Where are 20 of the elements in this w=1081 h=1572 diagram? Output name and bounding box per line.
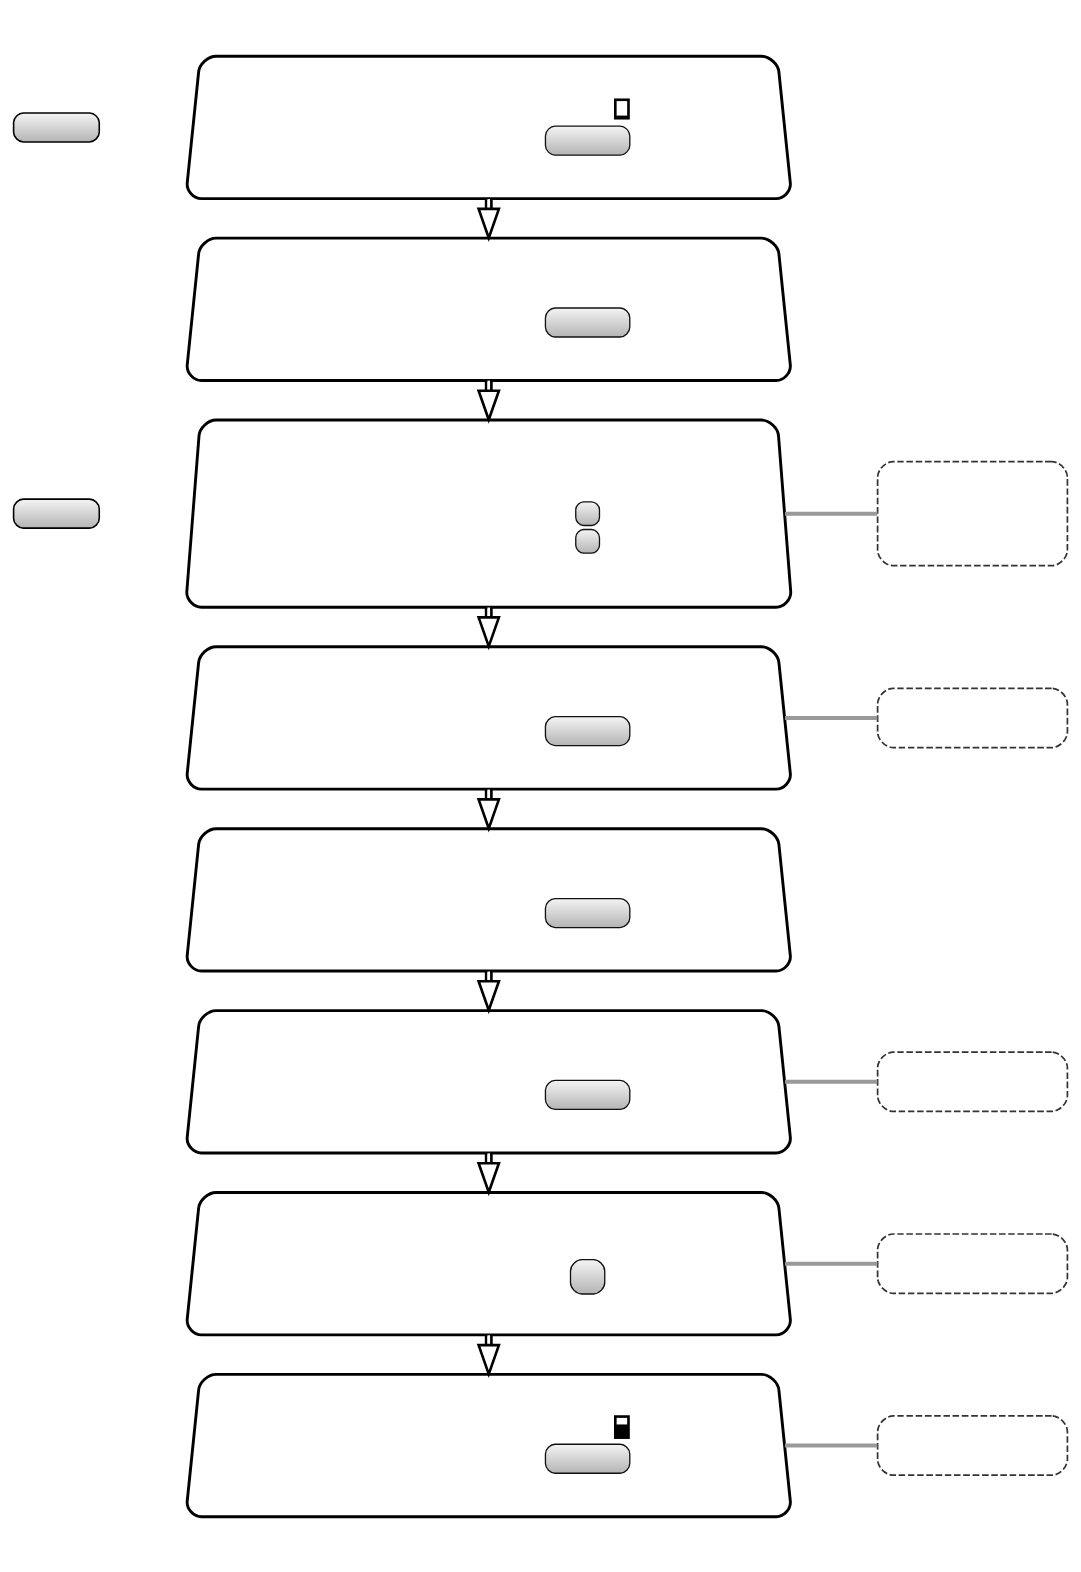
node-picture [185, 236, 792, 382]
node-button [12, 497, 101, 529]
node-box [876, 1050, 1069, 1112]
node-button [12, 111, 101, 143]
node-picture [185, 1008, 792, 1154]
node-picture [185, 1190, 792, 1336]
connector [784, 1443, 878, 1448]
node-picture [185, 1372, 792, 1518]
node-picture [185, 826, 792, 972]
connector [784, 1079, 878, 1084]
node-box [876, 1232, 1069, 1294]
connector [784, 715, 878, 720]
connector [784, 511, 878, 516]
connector [784, 1261, 878, 1266]
node-box [876, 1414, 1069, 1476]
node-picture [185, 644, 792, 791]
node-box [876, 460, 1069, 567]
node-picture [185, 54, 792, 200]
node-box [876, 686, 1069, 748]
node-picture [185, 418, 793, 609]
